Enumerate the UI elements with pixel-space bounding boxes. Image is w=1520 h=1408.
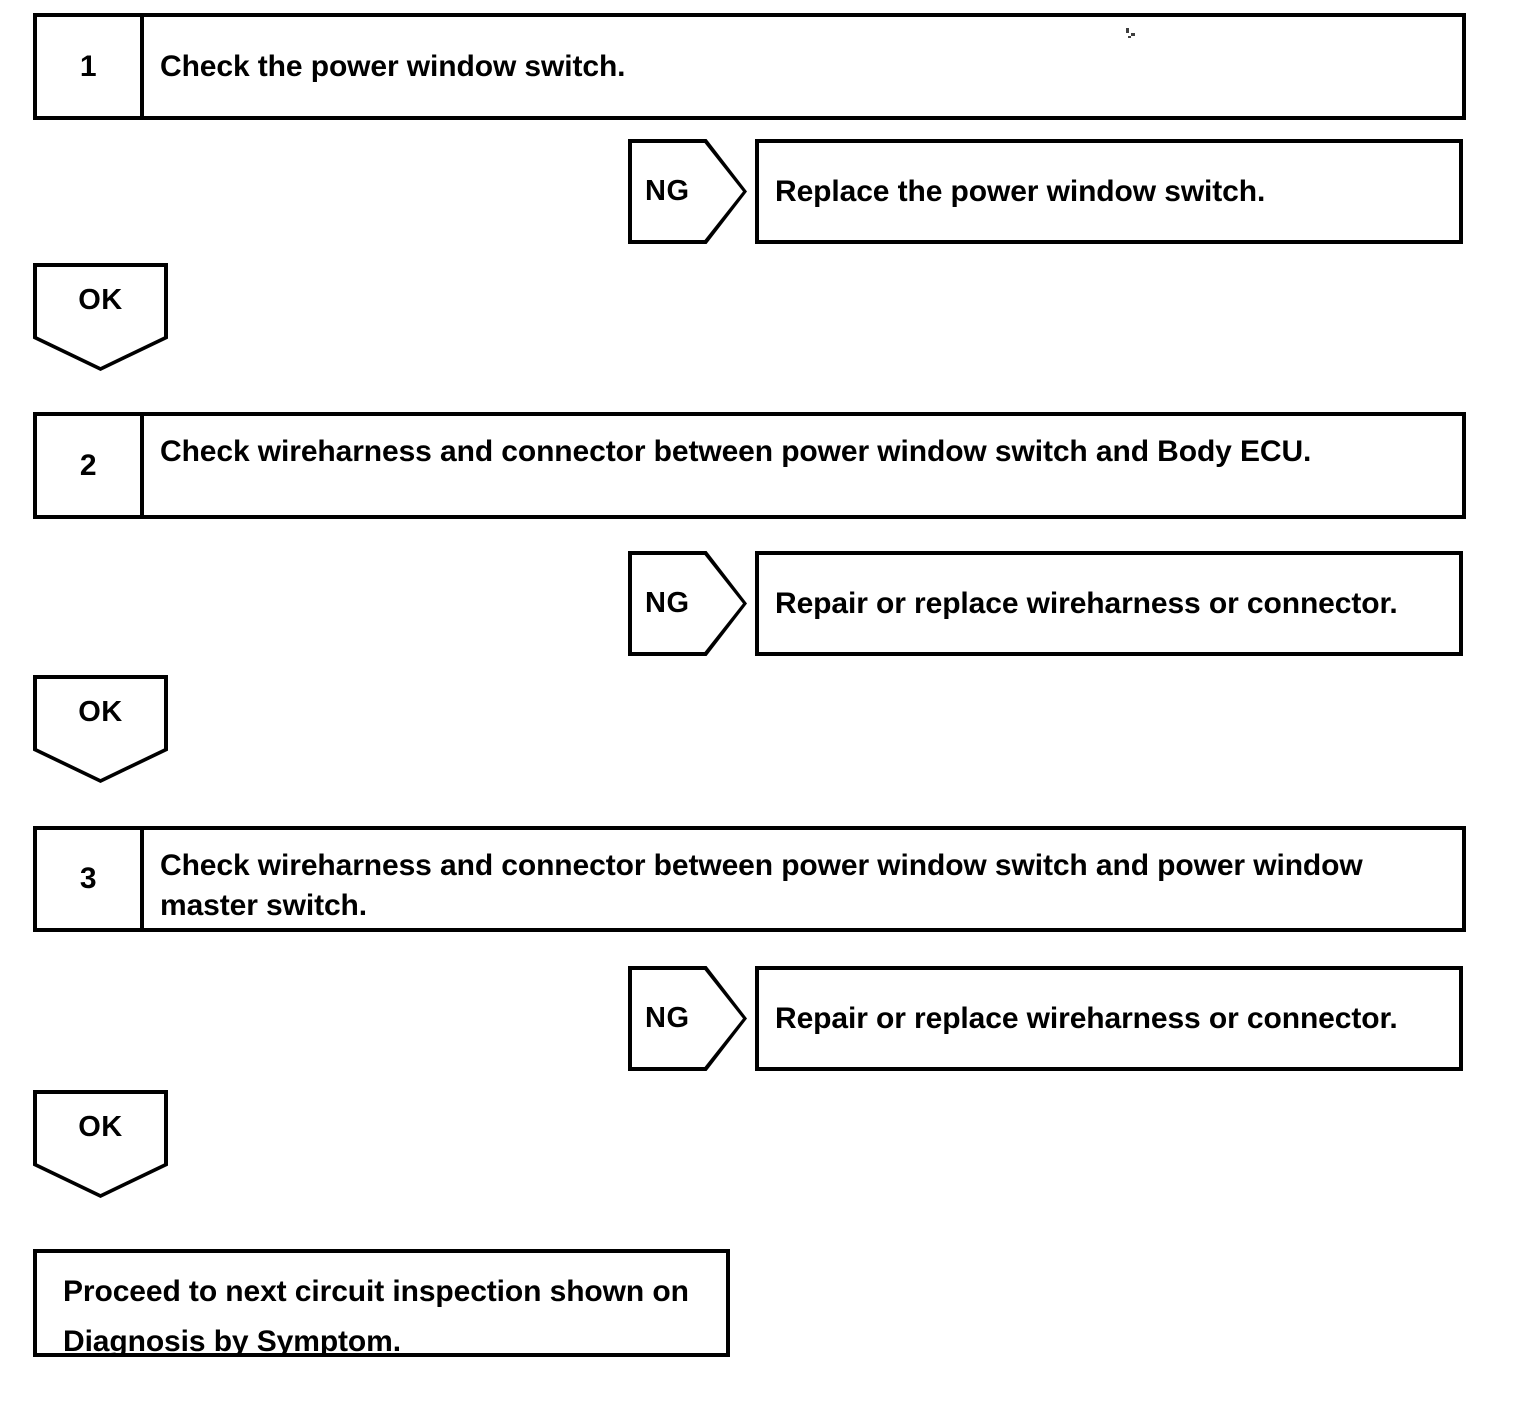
ng-action-text-2: Repair or replace wireharness or connect…: [775, 586, 1398, 620]
ng-action-box-2: Repair or replace wireharness or connect…: [755, 551, 1463, 656]
step-instruction-2: Check wireharness and connector between …: [160, 435, 1312, 468]
ng-branch-marker-1: NG: [628, 139, 747, 244]
ok-branch-label-3: OK: [78, 1111, 123, 1144]
step-number-3: 3: [37, 830, 144, 928]
step-box-1: 1 Check the power window switch.: [33, 13, 1466, 120]
step-box-3: 3 Check wireharness and connector betwee…: [33, 826, 1466, 932]
ok-branch-label-1: OK: [78, 284, 123, 317]
step-number-2: 2: [37, 416, 144, 515]
ng-action-text-3: Repair or replace wireharness or connect…: [775, 1001, 1398, 1035]
ok-branch-marker-1: OK: [33, 263, 168, 371]
scan-speck-artifact: [1126, 28, 1140, 40]
final-outcome-line-1: Proceed to next circuit inspection shown…: [63, 1275, 689, 1308]
step-box-2: 2 Check wireharness and connector betwee…: [33, 412, 1466, 519]
ok-branch-marker-2: OK: [33, 675, 168, 783]
ng-action-box-3: Repair or replace wireharness or connect…: [755, 966, 1463, 1071]
ng-action-box-1: Replace the power window switch.: [755, 139, 1463, 244]
ng-branch-label-3: NG: [645, 1002, 690, 1034]
final-outcome-box: Proceed to next circuit inspection shown…: [33, 1249, 730, 1358]
ng-branch-marker-3: NG: [628, 966, 747, 1071]
ok-branch-marker-3: OK: [33, 1090, 168, 1198]
step-number-1: 1: [37, 17, 144, 116]
step-instruction-1: Check the power window switch.: [160, 49, 626, 83]
ng-action-text-1: Replace the power window switch.: [775, 174, 1266, 208]
ng-branch-marker-2: NG: [628, 551, 747, 656]
ok-branch-label-2: OK: [78, 696, 123, 729]
ng-branch-label-2: NG: [645, 587, 690, 619]
ng-branch-label-1: NG: [645, 175, 690, 207]
step-instruction-3: Check wireharness and connector between …: [160, 849, 1363, 922]
final-outcome-line-2: Diagnosis by Symptom.: [63, 1324, 401, 1358]
